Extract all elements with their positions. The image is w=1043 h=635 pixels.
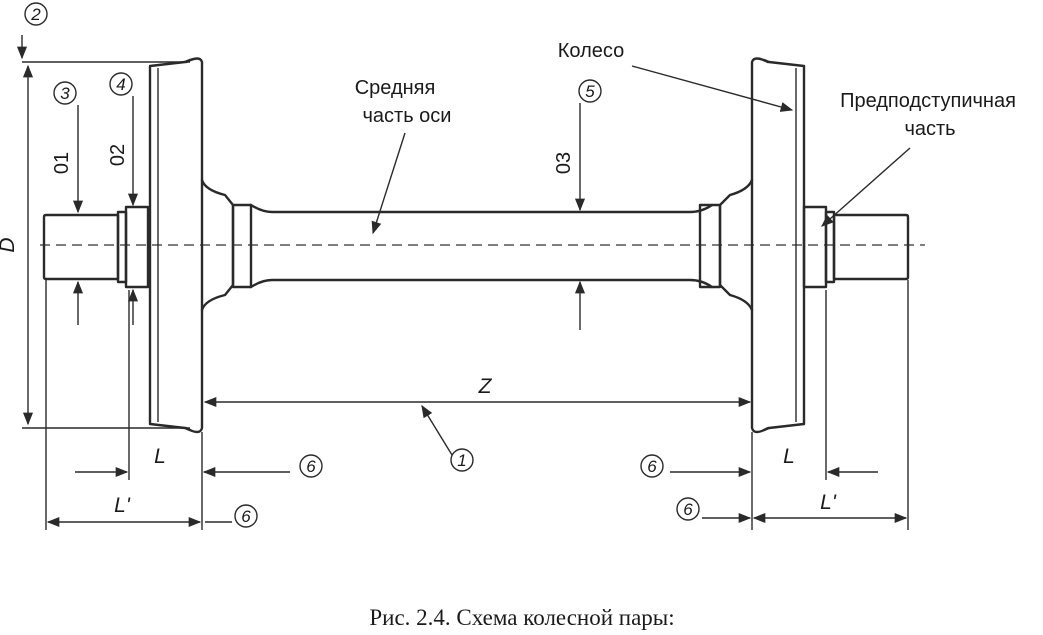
dimension-L-right: L 6 L' 6: [640, 280, 909, 530]
label-L-left: L: [154, 445, 166, 468]
svg-text:Предподступичная: Предподступичная: [840, 90, 1016, 112]
marker-1: 1: [457, 451, 466, 470]
dimension-d1: 3 01: [51, 81, 84, 325]
svg-text:Колесо: Колесо: [558, 40, 624, 62]
svg-text:часть: часть: [904, 118, 955, 140]
dimension-L-left: L 6 L' 6: [45, 280, 323, 530]
marker-6d: 6: [683, 500, 693, 519]
label-Z: Z: [478, 375, 493, 398]
label-Lp-left: L': [114, 494, 131, 517]
label-d2: 02: [107, 144, 129, 166]
marker-2: 2: [24, 2, 48, 26]
marker-6a: 6: [306, 457, 316, 476]
dimension-D: D: [0, 35, 190, 429]
marker-4: 4: [116, 75, 125, 94]
label-d3: 03: [553, 152, 575, 174]
dimension-d2: 4 02: [107, 72, 139, 325]
svg-text:2: 2: [30, 5, 41, 24]
label-prehub: Предподступичная часть: [821, 90, 1016, 227]
svg-text:Средняя: Средняя: [355, 77, 436, 99]
label-wheel: Колесо: [558, 40, 794, 112]
dimension-d3: 5 03: [553, 79, 602, 330]
dimension-Z: Z 1: [203, 375, 752, 472]
label-L-right: L: [783, 445, 795, 468]
marker-3: 3: [60, 84, 70, 103]
right-journal: [802, 205, 910, 289]
marker-6c: 6: [647, 457, 657, 476]
marker-5: 5: [585, 82, 595, 101]
svg-text:часть оси: часть оси: [363, 105, 452, 127]
label-d1: 01: [51, 152, 73, 174]
label-Lp-right: L': [820, 491, 837, 514]
left-journal: [42, 205, 150, 289]
marker-6b: 6: [241, 507, 251, 526]
label-D: D: [0, 237, 19, 252]
right-wheel: [718, 57, 806, 434]
figure-caption: Рис. 2.4. Схема колесной пары:: [369, 605, 674, 630]
label-middle-axle: Средняя часть оси: [355, 77, 452, 235]
middle-axle: [231, 203, 722, 289]
